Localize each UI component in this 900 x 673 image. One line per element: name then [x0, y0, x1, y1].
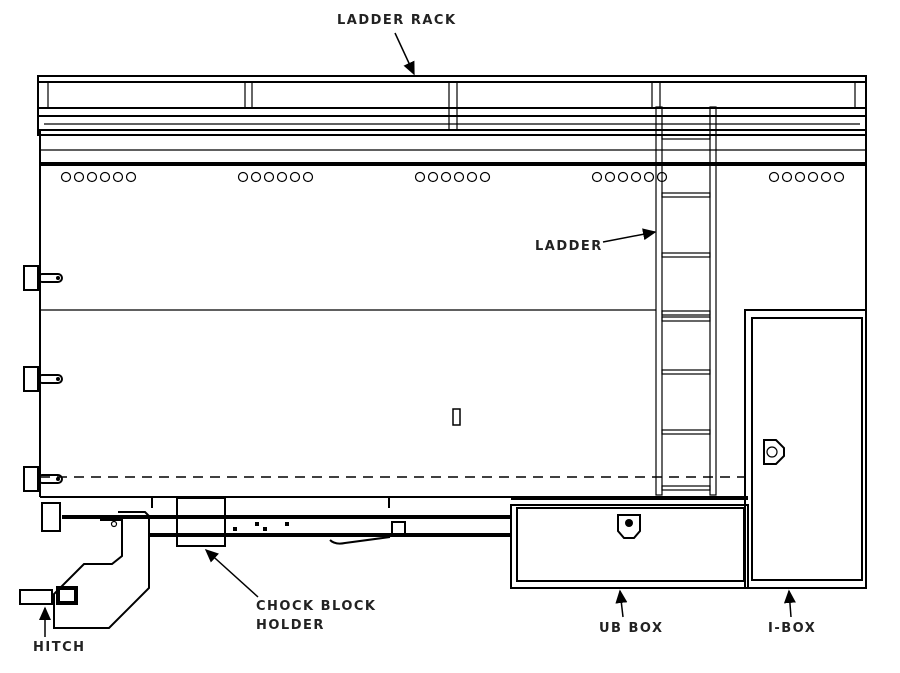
ladder-rung	[661, 369, 711, 375]
label-ub-box: UB BOX	[599, 621, 664, 636]
marker-light	[794, 171, 806, 183]
marker-light	[276, 171, 288, 183]
i-box	[744, 309, 867, 589]
marker-light	[263, 171, 275, 183]
hitch	[19, 511, 150, 629]
label-ladder: LADDER	[535, 239, 603, 254]
marker-light	[86, 171, 98, 183]
label-ladder-rack: LADDER RACK	[337, 13, 457, 28]
marker-light	[60, 171, 72, 183]
door-hinges	[23, 265, 63, 492]
marker-light	[820, 171, 832, 183]
latch-icon	[452, 408, 461, 426]
ub-box-handle-icon	[617, 514, 641, 539]
ladder-rung	[661, 316, 711, 322]
marker-light	[466, 171, 478, 183]
marker-light	[768, 171, 780, 183]
marker-light	[807, 171, 819, 183]
marker-light	[833, 171, 845, 183]
ub-box	[510, 496, 749, 589]
marker-light	[99, 171, 111, 183]
ladder-rung	[661, 485, 711, 491]
chassis-frame	[40, 496, 511, 545]
label-chock-block: CHOCK BLOCK	[256, 599, 377, 614]
marker-light	[617, 171, 629, 183]
marker-light	[630, 171, 642, 183]
marker-light	[302, 171, 314, 183]
marker-light	[440, 171, 452, 183]
marker-light	[73, 171, 85, 183]
hinge	[23, 366, 39, 392]
marker-light	[237, 171, 249, 183]
marker-light	[427, 171, 439, 183]
marker-light	[112, 171, 124, 183]
marker-light	[414, 171, 426, 183]
marker-light	[250, 171, 262, 183]
hinge	[23, 466, 39, 492]
truck-body	[39, 130, 867, 497]
marker-light	[591, 171, 603, 183]
ladder-rung	[661, 252, 711, 258]
ladder-rung	[661, 134, 711, 140]
ladder-rung	[661, 310, 711, 316]
label-hitch: HITCH	[33, 640, 86, 655]
marker-light	[289, 171, 301, 183]
callouts	[39, 32, 796, 637]
marker-light	[479, 171, 491, 183]
marker-light	[453, 171, 465, 183]
marker-lights	[60, 171, 845, 183]
marker-light	[643, 171, 655, 183]
label-holder: HOLDER	[256, 618, 325, 633]
marker-light	[604, 171, 616, 183]
label-i-box: I-BOX	[768, 621, 816, 636]
marker-light	[125, 171, 137, 183]
ladder-rung	[661, 192, 711, 198]
chock-block-holder	[176, 497, 226, 547]
marker-light	[781, 171, 793, 183]
ladder-rack	[37, 75, 867, 136]
ladder	[655, 106, 717, 496]
hinge	[23, 265, 39, 291]
ladder-rung	[661, 429, 711, 435]
i-box-handle-icon	[763, 439, 785, 465]
